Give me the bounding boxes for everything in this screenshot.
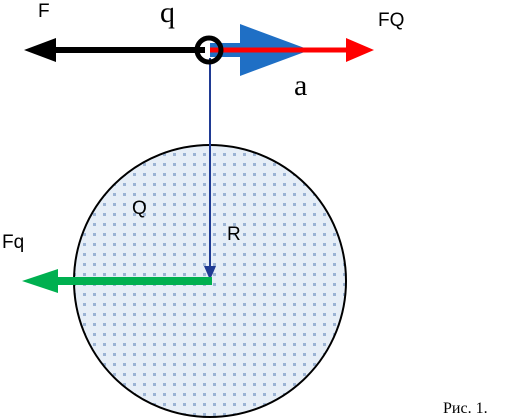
force-F-arrow (24, 38, 205, 62)
force-FQ-arrow (210, 38, 374, 62)
point-charge-icon (194, 35, 224, 65)
label-F: F (38, 1, 50, 22)
label-a: a (294, 69, 307, 102)
label-R: R (227, 224, 241, 245)
force-Fq-arrow (22, 269, 212, 293)
label-FQ: FQ (378, 10, 404, 31)
radius-arrow (204, 58, 216, 280)
label-Q: Q (132, 198, 147, 219)
label-q: q (160, 0, 175, 29)
figure-caption: Рис. 1. (443, 400, 488, 417)
label-Fq: Fq (2, 232, 24, 253)
